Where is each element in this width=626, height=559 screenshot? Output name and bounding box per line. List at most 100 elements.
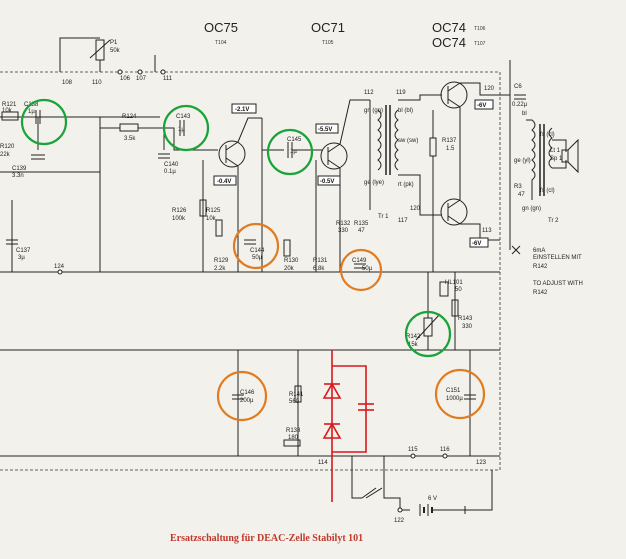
voltage-3: -5.5V [318, 127, 332, 133]
c151-value: 1000µ [446, 396, 463, 402]
t107-collector-wire [460, 223, 500, 241]
lt1-label: Lt 1 [550, 148, 561, 154]
voltage-box-5a [474, 99, 494, 110]
caption: Ersatzschaltung für DEAC-Zelle Stabilyt … [170, 533, 363, 544]
c149-value: 50µ [362, 266, 373, 272]
p1-value: 50k [110, 48, 121, 54]
highlight-c145 [266, 128, 314, 176]
speaker-leads [552, 139, 567, 169]
r124-label: R124 [122, 114, 137, 120]
c6-value: 0.22µ [512, 102, 528, 108]
voltage-box-1 [231, 103, 257, 114]
winding-ge2: ge (yl) [514, 158, 531, 164]
voltage-2: -0.4V [217, 179, 231, 185]
pin-124-terminal [57, 269, 63, 275]
pin-115-terminal [410, 453, 416, 459]
r130-body [283, 239, 291, 257]
r130-label: R130 [284, 258, 299, 264]
t107-emitter [447, 199, 461, 209]
highlight-r142 [404, 310, 452, 358]
tr2-primary-coil [526, 119, 536, 200]
voltage-5b: -6V [472, 241, 481, 247]
t104-collector [225, 141, 239, 151]
pin-108: 108 [62, 80, 73, 86]
replacement-circuit [322, 350, 374, 502]
stage1-input-wire [100, 127, 218, 151]
transistor-t107 [440, 198, 468, 226]
pin-117: 117 [398, 218, 408, 224]
tr1-label: Tr 1 [378, 214, 389, 220]
note-de-1: 6mA [533, 248, 545, 254]
board-outline [0, 71, 501, 471]
battery-return [470, 470, 493, 511]
tr1-secondary-bottom [398, 174, 442, 216]
tr1-secondary-top [398, 94, 442, 101]
c144-value: 50µ [252, 255, 263, 261]
r124-value: 3.5k [124, 136, 136, 142]
r3-label: R3 [514, 184, 522, 190]
highlight-c151 [434, 368, 486, 420]
t107-collector [447, 215, 461, 225]
note-en-2: R142 [533, 290, 548, 296]
winding-sw: sw (sw) [398, 138, 418, 144]
header-oc75-type: OC75 [204, 20, 238, 35]
diode-lower-icon [322, 422, 342, 439]
tr1-primary-coil [377, 109, 382, 171]
tr1-secondary-coil [394, 109, 399, 171]
r138-value: 180 [288, 435, 299, 441]
c143-label: C143 [176, 114, 191, 120]
switch-lead-left [351, 456, 362, 499]
header-oc74b-type: OC74 [432, 35, 466, 50]
note-de-3: R142 [533, 264, 548, 270]
winding-gn2: gn (gn) [522, 206, 541, 212]
transistor-t105 [320, 142, 348, 170]
r135-value: 47 [358, 228, 365, 234]
r137-body [429, 137, 437, 157]
c143-value: 1µ [178, 127, 185, 133]
r135-label: R135 [354, 221, 369, 227]
winding-fs2: fs (cl) [540, 188, 555, 194]
c140-value: 0.1µ [164, 169, 176, 175]
voltage-5a: -6V [477, 103, 486, 109]
c6-label: C6 [514, 84, 522, 90]
r126-label: R126 [172, 208, 187, 214]
adjust-mark-b [511, 245, 521, 255]
r141-label: R141 [289, 392, 304, 398]
r131-value: 6.8k [313, 266, 325, 272]
c149-label: C149 [352, 258, 367, 264]
switch-lead-right [383, 456, 410, 511]
pin-115: 115 [408, 447, 418, 453]
p1-arrow [89, 39, 111, 59]
pin-120b: 120 [484, 86, 495, 92]
hl101-label: HL101 [445, 280, 463, 286]
r129-label: R129 [214, 258, 229, 264]
r129-value: 2.2k [214, 266, 226, 272]
r137-value: 1.5 [446, 146, 455, 152]
hl101-body [439, 281, 449, 297]
winding-gn: gn (gn) [364, 108, 383, 114]
t105-emitter [327, 159, 341, 169]
voltage-4: -0.5V [320, 179, 334, 185]
r121-label: R121 [2, 102, 17, 108]
r138-label: R138 [286, 428, 301, 434]
r142-value: 15k [408, 342, 419, 348]
c140-label: C140 [164, 162, 179, 168]
pin-111: 111 [163, 76, 173, 82]
header-oc74b-ref: T107 [474, 41, 486, 47]
pin-116: 116 [440, 447, 450, 453]
switch-blade-a [361, 487, 377, 499]
t106-emitter [447, 98, 461, 108]
voltage-1: -2.1V [235, 107, 249, 113]
t104-collector-wire [237, 117, 262, 143]
r120-label: R120 [0, 144, 15, 150]
pin-124: 124 [54, 264, 65, 270]
r132-value: 330 [338, 228, 349, 234]
pin-122-terminal [397, 507, 403, 513]
r137-label: R137 [442, 138, 457, 144]
r143-label: R143 [458, 316, 473, 322]
r142-arrow [415, 313, 441, 341]
pin-110: 110 [92, 80, 102, 86]
pin-106-terminal [117, 69, 123, 75]
header-oc75-ref: T104 [215, 40, 227, 46]
p1-lead-left [59, 37, 100, 72]
